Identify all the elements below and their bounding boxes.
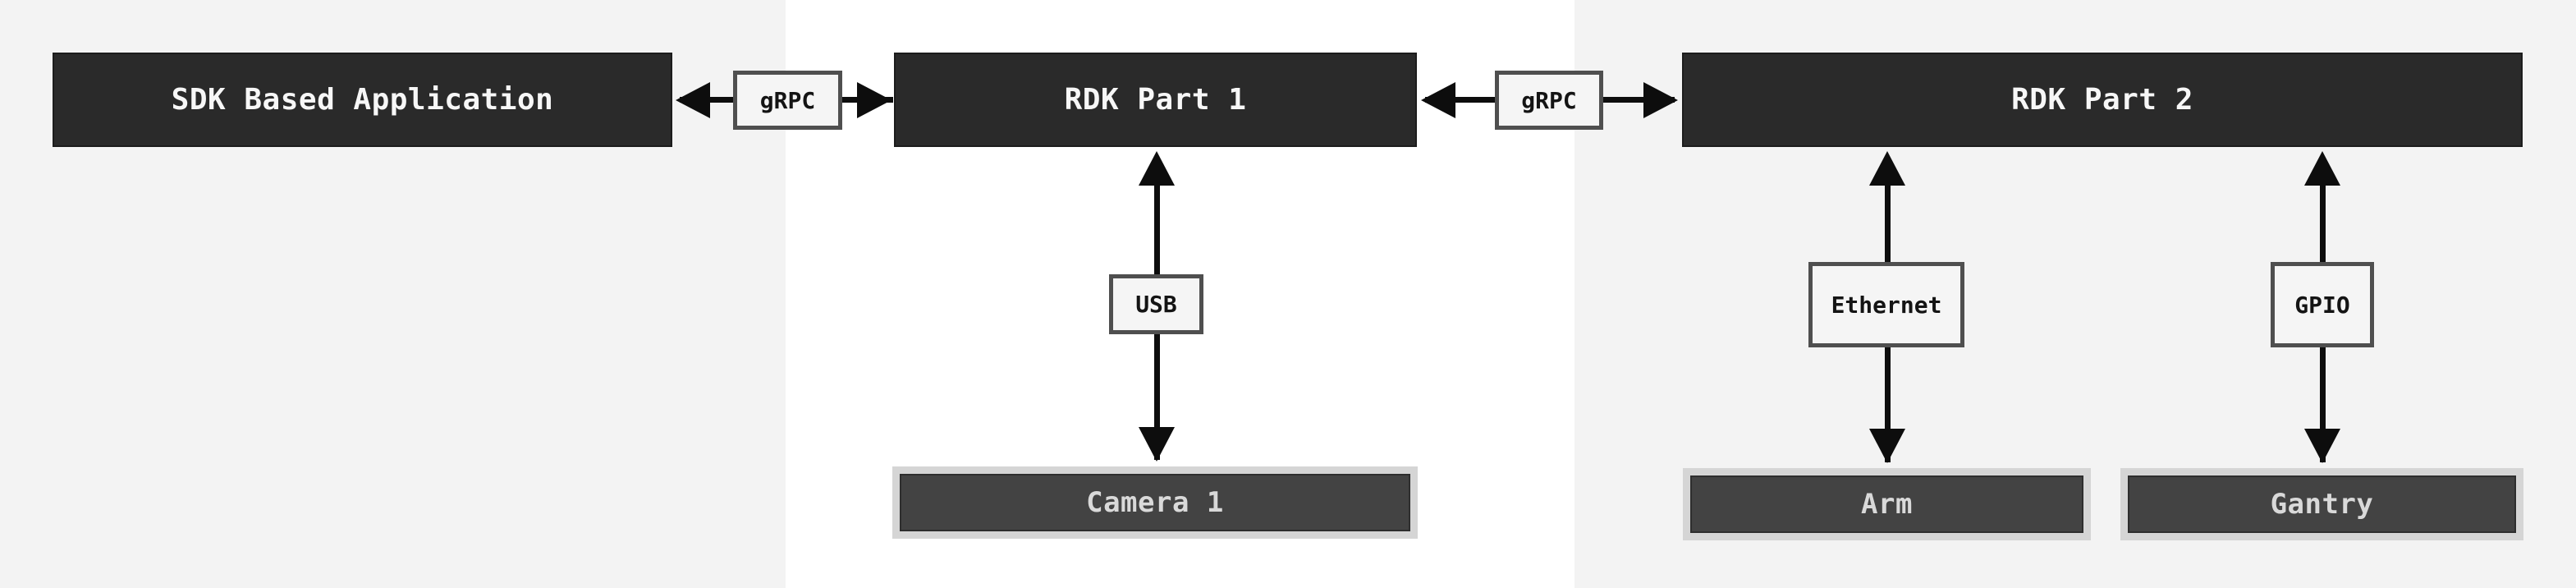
- node-gantry-inner: Gantry: [2128, 475, 2516, 533]
- node-rdk-part-2-label: RDK Part 2: [2011, 83, 2193, 117]
- node-sdk-based-application-label: SDK Based Application: [171, 83, 554, 117]
- edge-rdk1-camera1-arrowhead-up-icon: [1139, 151, 1175, 186]
- edge-sdk-rdk1-arrowhead-right-icon: [857, 82, 892, 118]
- edge-rdk1-camera1-arrowhead-down-icon: [1139, 427, 1175, 462]
- edge-rdk1-rdk2-arrowhead-right-icon: [1643, 82, 1678, 118]
- edge-rdk1-rdk2-arrowhead-left-icon: [1421, 82, 1455, 118]
- edge-rdk2-arm-arrowhead-up-icon: [1869, 151, 1905, 186]
- edge-label-grpc-2-text: gRPC: [1521, 86, 1577, 114]
- node-camera-1-inner: Camera 1: [900, 474, 1410, 531]
- edge-rdk2-arm-arrowhead-down-icon: [1869, 429, 1905, 463]
- node-gantry-label: Gantry: [2270, 488, 2374, 521]
- node-gantry: Gantry: [2120, 468, 2523, 540]
- edge-label-gpio: GPIO: [2271, 262, 2374, 347]
- edge-label-gpio-text: GPIO: [2294, 291, 2350, 319]
- edge-label-usb: USB: [1109, 274, 1203, 334]
- edge-label-usb-text: USB: [1135, 291, 1177, 318]
- edge-label-grpc-1: gRPC: [733, 71, 842, 130]
- edge-rdk2-gantry-arrowhead-down-icon: [2304, 429, 2340, 463]
- edge-label-grpc-2: gRPC: [1495, 71, 1603, 130]
- edge-label-grpc-1-text: gRPC: [759, 86, 816, 114]
- node-rdk-part-2: RDK Part 2: [1682, 53, 2523, 147]
- edge-label-ethernet-text: Ethernet: [1831, 291, 1942, 319]
- edge-label-ethernet: Ethernet: [1808, 262, 1964, 347]
- node-sdk-based-application: SDK Based Application: [53, 53, 672, 147]
- node-rdk-part-1: RDK Part 1: [894, 53, 1417, 147]
- node-arm-label: Arm: [1861, 488, 1913, 521]
- node-rdk-part-1-label: RDK Part 1: [1064, 83, 1247, 117]
- edge-rdk2-gantry-arrowhead-up-icon: [2304, 151, 2340, 186]
- node-camera-1: Camera 1: [892, 466, 1418, 539]
- edge-sdk-rdk1-arrowhead-left-icon: [676, 82, 710, 118]
- node-arm-inner: Arm: [1690, 475, 2083, 533]
- node-camera-1-label: Camera 1: [1086, 486, 1224, 519]
- node-arm: Arm: [1683, 468, 2091, 540]
